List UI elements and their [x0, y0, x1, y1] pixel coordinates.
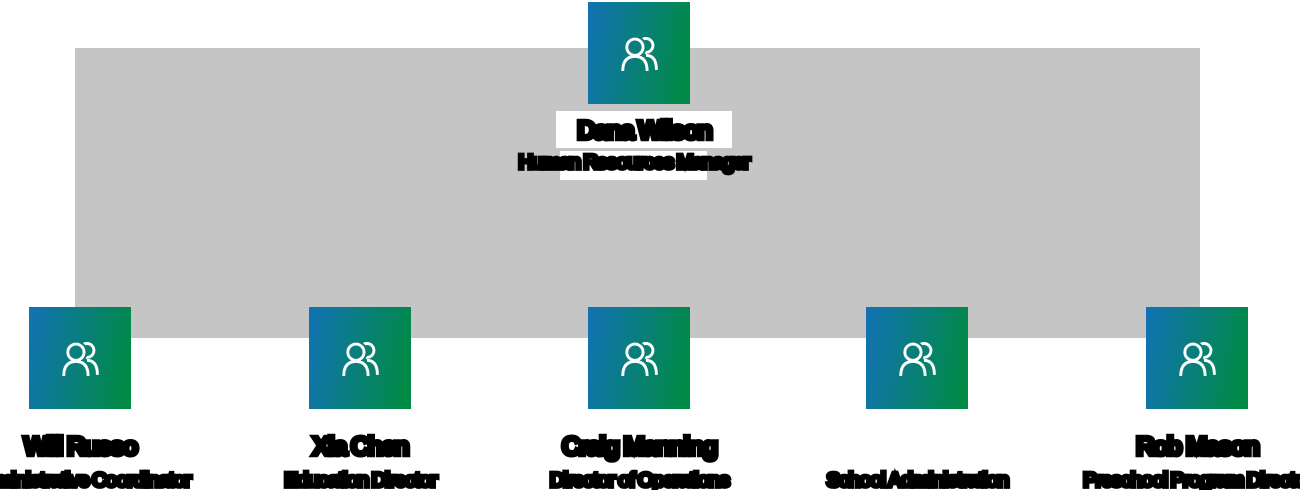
org-node-tile — [588, 307, 690, 409]
people-group-icon — [610, 24, 668, 82]
node-title: Administrative Coordinator — [0, 467, 194, 490]
org-node: Craig Manning Director of Operations — [489, 307, 789, 490]
org-node: Will Russo Administrative Coordinator — [0, 307, 230, 490]
org-node-tile — [29, 307, 131, 409]
org-node: Rob Mason Preschool Program Director — [1047, 307, 1300, 490]
org-node-root-tile — [588, 2, 690, 104]
node-title: Director of Operations — [548, 467, 733, 490]
people-group-icon — [1168, 329, 1226, 387]
node-title: Preschool Program Director — [1081, 467, 1300, 490]
org-node: School Administration — [767, 307, 1067, 490]
root-title-box: Human Resources Manager — [516, 149, 753, 180]
node-name: Rob Mason — [1134, 429, 1263, 464]
node-name: Craig Manning — [559, 429, 720, 464]
people-group-icon — [888, 329, 946, 387]
people-group-icon — [331, 329, 389, 387]
org-node-tile — [866, 307, 968, 409]
people-group-icon — [610, 329, 668, 387]
node-name: Xia Chen — [310, 429, 412, 464]
root-name: Dana Wilson — [575, 112, 715, 147]
org-node-tile — [1146, 307, 1248, 409]
org-node: Xia Chen Education Director — [210, 307, 510, 490]
org-node-tile — [309, 307, 411, 409]
node-title: Education Director — [282, 467, 440, 490]
root-name-box: Dana Wilson — [556, 111, 732, 148]
root-title: Human Resources Manager — [516, 149, 752, 176]
node-name: Will Russo — [21, 429, 140, 464]
node-title: School Administration — [824, 467, 1011, 490]
people-group-icon — [51, 329, 109, 387]
